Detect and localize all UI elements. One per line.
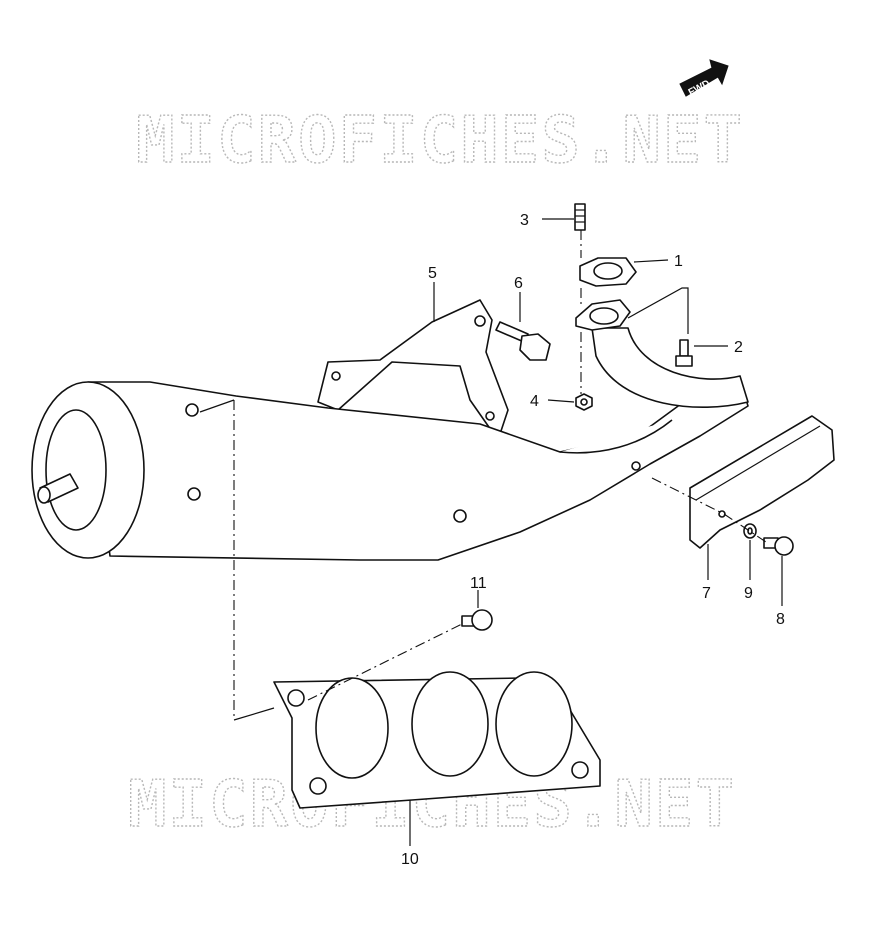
gasket: [575, 257, 637, 331]
exhaust-pipe: [591, 327, 749, 409]
screw-8: [763, 536, 794, 556]
protector-plate: [273, 671, 601, 809]
nut: [575, 393, 593, 411]
callout-10: 10: [401, 851, 419, 868]
bolt-6: [495, 321, 551, 361]
callout-7: 7: [702, 585, 711, 602]
callout-3: 3: [520, 212, 529, 229]
stud-bolt: [574, 203, 586, 231]
callout-1: 1: [674, 253, 683, 270]
screw-11: [461, 609, 493, 631]
assembly-lines: [199, 230, 767, 721]
callout-8: 8: [776, 611, 785, 628]
bracket-plate: [317, 299, 509, 441]
leader-lines: [409, 218, 783, 846]
washer: [743, 523, 757, 539]
muffler: [31, 379, 749, 561]
fwd-arrow-icon: FWD: [679, 59, 729, 99]
watermark-top: MICROFICHES.NET: [136, 104, 744, 178]
callout-2: 2: [734, 339, 743, 356]
callout-9: 9: [744, 585, 753, 602]
callout-5: 5: [428, 265, 437, 282]
callout-6: 6: [514, 275, 523, 292]
callout-4: 4: [530, 393, 539, 410]
callout-11: 11: [470, 575, 487, 592]
heat-shield: [689, 415, 835, 549]
bolt-2: [675, 339, 693, 367]
